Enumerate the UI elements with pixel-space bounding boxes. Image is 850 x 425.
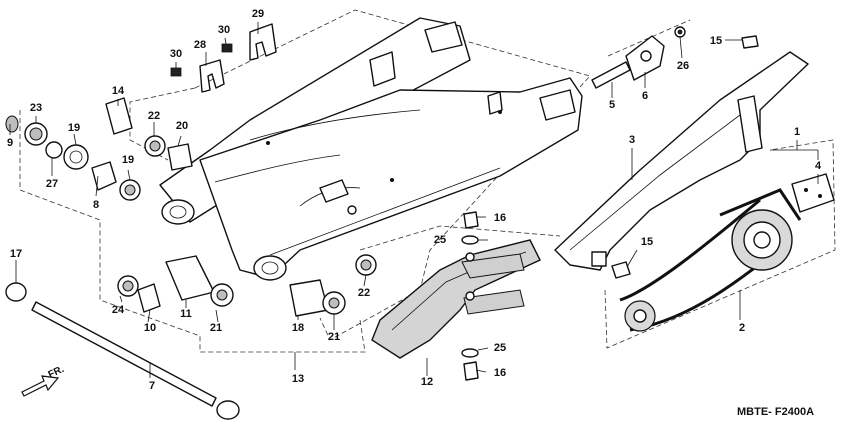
diagram-code: MBTE- F2400A: [737, 406, 814, 418]
callout-11: 11: [180, 308, 192, 320]
callout-19-upper: 19: [68, 122, 80, 134]
callout-17: 17: [10, 248, 22, 260]
lower-bearings: [117, 254, 377, 317]
callout-26: 26: [677, 60, 689, 72]
callout-7: 7: [149, 380, 155, 392]
leader-lines: [9, 22, 819, 378]
callouts: 1 2 3 4 5 6 7 8 9 10 11 12 13 14 15 15 1…: [7, 8, 822, 392]
callout-9: 9: [7, 137, 13, 149]
callout-19-lower: 19: [122, 154, 134, 166]
callout-25-bottom: 25: [494, 342, 506, 354]
callout-27: 27: [46, 178, 58, 190]
fasteners: [461, 35, 759, 381]
front-direction-label: FR.: [47, 364, 66, 381]
callout-8: 8: [93, 199, 99, 211]
callout-15-case: 15: [641, 236, 653, 248]
drive-chain: [619, 173, 835, 332]
chain-adjuster: [591, 26, 686, 89]
swingarm: [159, 17, 583, 281]
chain-guide-brackets: [170, 23, 277, 93]
front-direction-arrow: FR.: [21, 364, 66, 397]
callout-2: 2: [739, 322, 745, 334]
callout-6: 6: [642, 90, 648, 102]
callout-18: 18: [292, 322, 304, 334]
callout-21-right: 21: [328, 331, 340, 343]
callout-24: 24: [112, 304, 125, 316]
callout-4: 4: [815, 160, 822, 172]
callout-5: 5: [609, 99, 615, 111]
chain-slider: [371, 239, 541, 359]
callout-14: 14: [112, 85, 125, 97]
callout-10: 10: [144, 322, 156, 334]
callout-29: 29: [252, 8, 264, 20]
chain-case: [554, 51, 809, 271]
callout-16-bottom: 16: [494, 367, 506, 379]
callout-1: 1: [794, 126, 800, 138]
callout-16-top: 16: [494, 212, 506, 224]
callout-22-lower: 22: [358, 287, 370, 299]
callout-30-left: 30: [170, 48, 182, 60]
callout-20: 20: [176, 120, 188, 132]
callout-15-top: 15: [710, 35, 722, 47]
callout-28: 28: [194, 39, 206, 51]
callout-21-left: 21: [210, 322, 222, 334]
callout-23: 23: [30, 102, 42, 114]
pivot-bolt: [5, 282, 240, 420]
callout-13: 13: [292, 373, 304, 385]
callout-30-right: 30: [218, 24, 230, 36]
callout-3: 3: [629, 134, 635, 146]
callout-22-upper: 22: [148, 110, 160, 122]
callout-25-top: 25: [434, 234, 446, 246]
callout-12: 12: [421, 376, 433, 388]
pivot-bearings: [5, 97, 193, 201]
